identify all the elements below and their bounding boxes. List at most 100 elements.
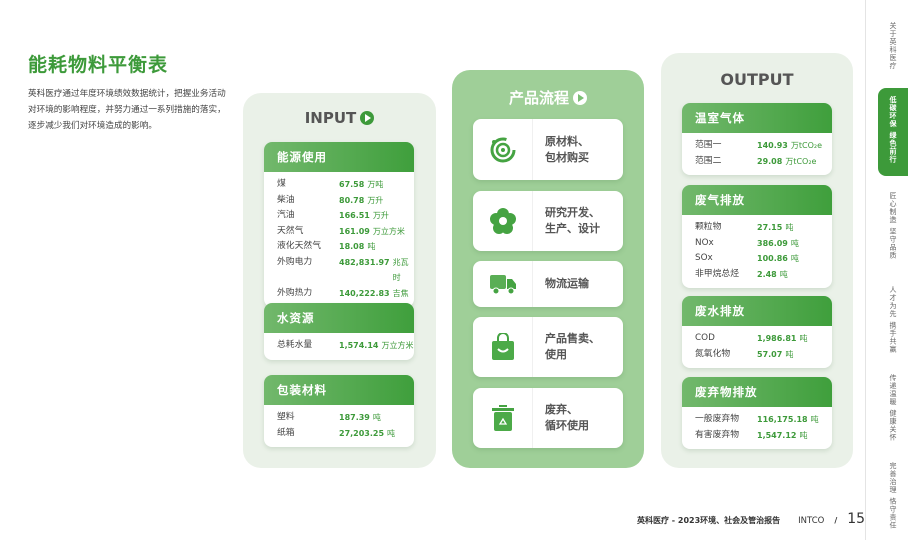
row-unit: 万tCO₂e: [790, 141, 823, 150]
process-step: 物流运输: [473, 261, 623, 307]
page-number: 15: [847, 511, 866, 527]
footer-separator: /: [834, 516, 838, 525]
input-heading: INPUT: [243, 109, 436, 127]
row-label: 液化天然气: [277, 241, 321, 251]
process-step: 研究开发、 生产、设计: [473, 191, 623, 251]
shopping-bag-icon: [473, 317, 533, 377]
row-label: 范围二: [695, 155, 722, 166]
recycle-bin-icon: [473, 388, 533, 448]
row-unit: 万立方米: [381, 341, 414, 350]
row-value: 482,831.97: [339, 257, 390, 267]
row-label: 颗粒物: [695, 222, 722, 232]
card-title: 废气排放: [682, 185, 832, 215]
process-step-label: 原材料、 包材购买: [545, 134, 589, 164]
play-icon: [573, 90, 587, 105]
sidebar-divider: [865, 0, 866, 540]
row-value: 57.07: [757, 349, 783, 359]
row-unit: 吨: [367, 242, 376, 251]
row-unit: 吨: [387, 428, 396, 438]
sidebar-item[interactable]: 匠心制造 坚守品质: [889, 192, 897, 260]
row-value: 116,175.18: [757, 415, 808, 424]
footer-report: 英科医疗 - 2023环境、社会及管治报告: [637, 516, 781, 525]
row-value: 100.86: [757, 254, 788, 263]
row-label: 天然气: [277, 225, 304, 236]
sidebar-item[interactable]: 传递温暖 健康关怀: [889, 374, 897, 442]
card-title: 能源使用: [264, 142, 414, 172]
row-value: 161.09: [339, 226, 370, 236]
row-value: 29.08: [757, 156, 783, 166]
row-label: 一般废弃物: [695, 414, 739, 424]
row-unit: 万立方米: [372, 226, 405, 236]
row-label: NOx: [695, 237, 714, 248]
row-unit: 兆瓦时: [392, 257, 409, 283]
process-step: 废弃、 循环使用: [473, 388, 623, 448]
truck-icon: [473, 261, 533, 307]
row-label: 范围一: [695, 140, 722, 150]
row-value: 1,574.14: [339, 341, 379, 350]
row-value: 1,547.12: [757, 430, 797, 440]
row-label: 纸箱: [277, 427, 295, 438]
row-unit: 吉焦: [392, 288, 409, 298]
process-step: 原材料、 包材购买: [473, 119, 623, 180]
sidebar-item[interactable]: 完善治理 恪守责任: [889, 462, 897, 530]
process-panel: 产品流程 原材料、 包材购买 研究开发、 生产、设计 物流运输 产品售卖、 使用…: [452, 70, 644, 468]
sidebar-item-active[interactable]: 低碳环保 绿色前行: [878, 88, 908, 176]
page-description: 英科医疗通过年度环境绩效数据统计，把握业务活动对环境的影响程度，并努力通过一系列…: [28, 89, 226, 131]
row-value: 2.48: [757, 269, 777, 279]
row-value: 386.09: [757, 238, 788, 248]
card-title: 水资源: [264, 303, 414, 333]
row-label: 外购电力: [277, 256, 313, 267]
row-unit: 吨: [799, 430, 808, 440]
process-step-label: 研究开发、 生产、设计: [545, 206, 600, 235]
output-heading: OUTPUT: [720, 70, 794, 89]
process-step-label: 物流运输: [545, 277, 589, 290]
target-icon: [473, 119, 533, 180]
row-value: 187.39: [339, 413, 370, 422]
sidebar-item[interactable]: 人才为先 携手共赢: [889, 286, 897, 354]
process-step-label: 废弃、 循环使用: [545, 403, 589, 432]
row-unit: 吨: [779, 269, 788, 279]
sidebar-item[interactable]: 关于英科医疗: [889, 22, 897, 70]
row-label: 汽油: [277, 210, 295, 220]
row-label: 柴油: [277, 194, 295, 205]
row-label: 煤: [277, 179, 286, 189]
process-heading: 产品流程: [452, 87, 644, 108]
row-value: 140.93: [757, 141, 788, 150]
row-value: 27.15: [757, 223, 783, 232]
row-label: COD: [695, 333, 715, 343]
page-title: 能耗物料平衡表: [28, 54, 169, 76]
row-unit: 万吨: [367, 180, 384, 189]
row-value: 166.51: [339, 211, 370, 220]
row-label: 有害废弃物: [695, 429, 739, 440]
process-heading-text: 产品流程: [508, 89, 569, 107]
row-unit: 万tCO₂e: [785, 156, 817, 166]
row-value: 18.08: [339, 242, 365, 251]
row-unit: 吨: [785, 223, 794, 232]
row-unit: 吨: [799, 334, 808, 343]
row-label: 塑料: [277, 412, 295, 422]
row-unit: 吨: [790, 238, 799, 248]
row-unit: 吨: [372, 413, 381, 422]
